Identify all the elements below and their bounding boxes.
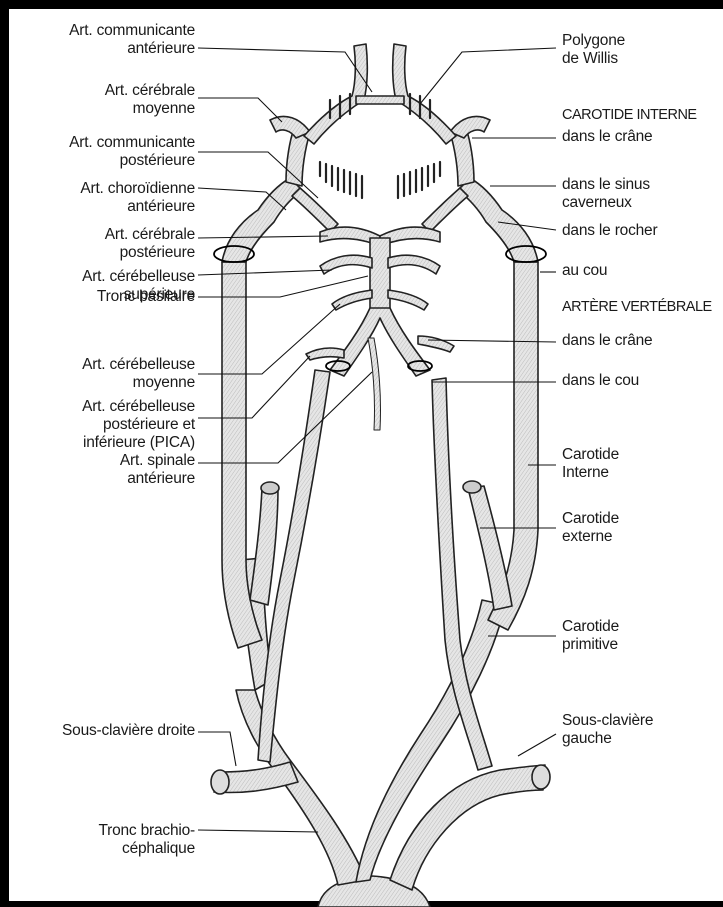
cerebelleuse-moy-gauche [388, 290, 428, 310]
aca-droite [304, 44, 367, 144]
label-tronc-basilaire: Tronc basilaire [97, 288, 195, 306]
label-dans-le-crane-2: dans le crâne [562, 332, 652, 350]
cerebelleuse-sup-droite [320, 255, 372, 274]
label-dans-le-rocher: dans le rocher [562, 222, 657, 240]
label-carotide-interne-heading: CAROTIDE INTERNE [562, 106, 697, 124]
spinale-anterieure-vessel [368, 338, 381, 430]
communicante-posterieure-gauche [422, 188, 468, 232]
cerebelleuse-sup-gauche [388, 255, 440, 274]
label-sous-claviere-droite: Sous-clavière droite [62, 722, 195, 740]
label-dans-le-cou: dans le cou [562, 372, 639, 390]
aca-gauche [393, 44, 456, 144]
acm-gauche [450, 116, 490, 138]
communicante-anterieure [356, 96, 404, 104]
label-dans-le-crane-1: dans le crâne [562, 128, 652, 146]
pica-gauche [418, 336, 454, 352]
siphon-gauche [458, 178, 538, 262]
tronc-basilaire-vessel [370, 238, 390, 310]
label-tronc-brachio-cephalique: Tronc brachio-céphalique [98, 822, 195, 858]
cerebelleuse-moy-droite [332, 290, 372, 310]
carotide-externe-droite [250, 488, 278, 605]
carotide-externe-gauche [468, 486, 512, 610]
label-artere-vertebrale-heading: ARTÈRE VERTÉBRALE [562, 298, 712, 316]
confluence-vertebrale [330, 308, 430, 376]
acm-droite [270, 116, 310, 138]
label-au-cou: au cou [562, 262, 607, 280]
